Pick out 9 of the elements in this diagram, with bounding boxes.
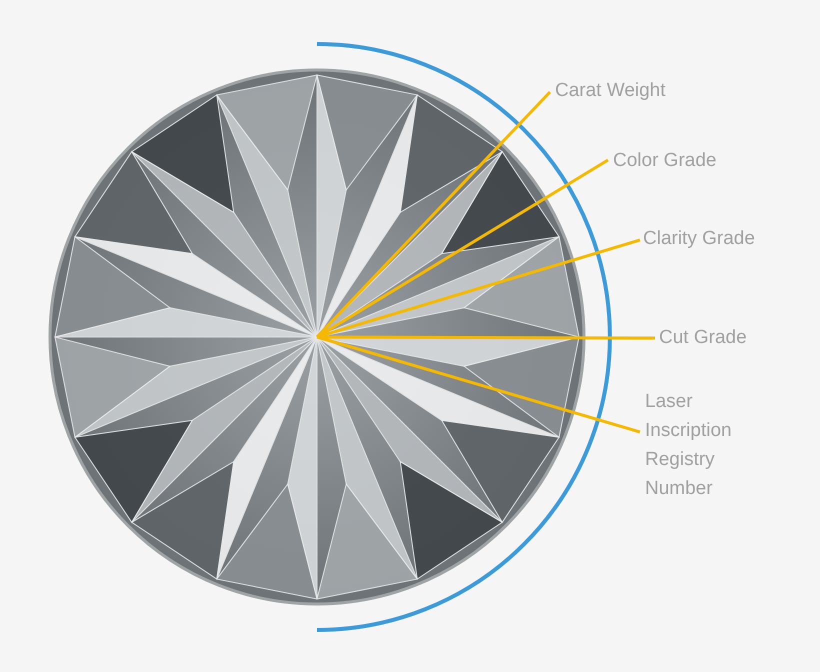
leader-line	[316, 90, 552, 338]
callout-label: Carat Weight	[555, 79, 666, 103]
callout-label: Laser Inscription Registry Number	[645, 390, 733, 501]
callout-label: Clarity Grade	[643, 227, 755, 251]
callout-label: Color Grade	[613, 149, 716, 173]
leader-line	[316, 158, 609, 338]
callout-label: Cut Grade	[659, 326, 747, 350]
leader-line	[316, 336, 640, 434]
leader-line	[316, 238, 640, 338]
